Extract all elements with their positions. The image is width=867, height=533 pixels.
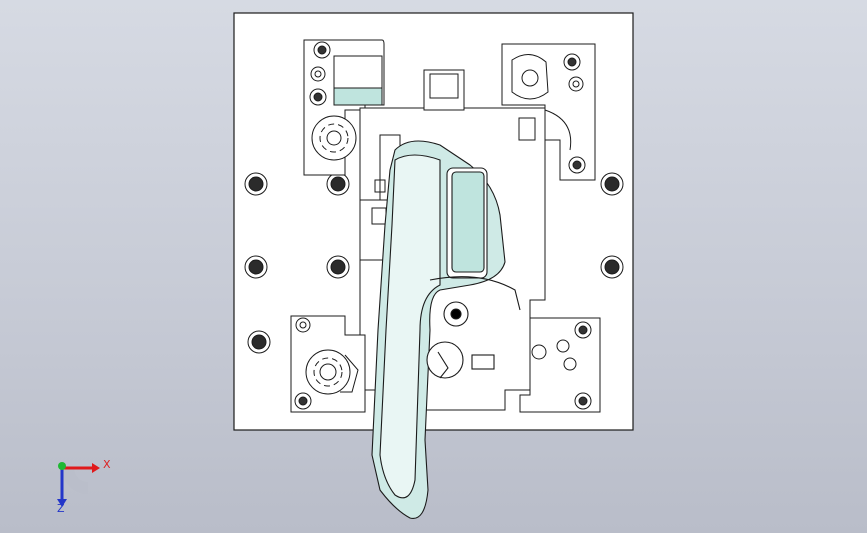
door-handle-part[interactable] (371, 140, 521, 519)
z-axis-label: Z (57, 502, 65, 515)
slider-block-bottom-left[interactable] (290, 315, 366, 413)
slider-block-bottom-right[interactable] (519, 317, 601, 413)
slider-block-top-right[interactable] (501, 43, 596, 181)
coordinate-triad (57, 462, 100, 507)
slider-block-top-left[interactable] (303, 39, 385, 176)
x-axis-label: X (103, 458, 111, 471)
plate-bolt-holes (244, 172, 624, 354)
